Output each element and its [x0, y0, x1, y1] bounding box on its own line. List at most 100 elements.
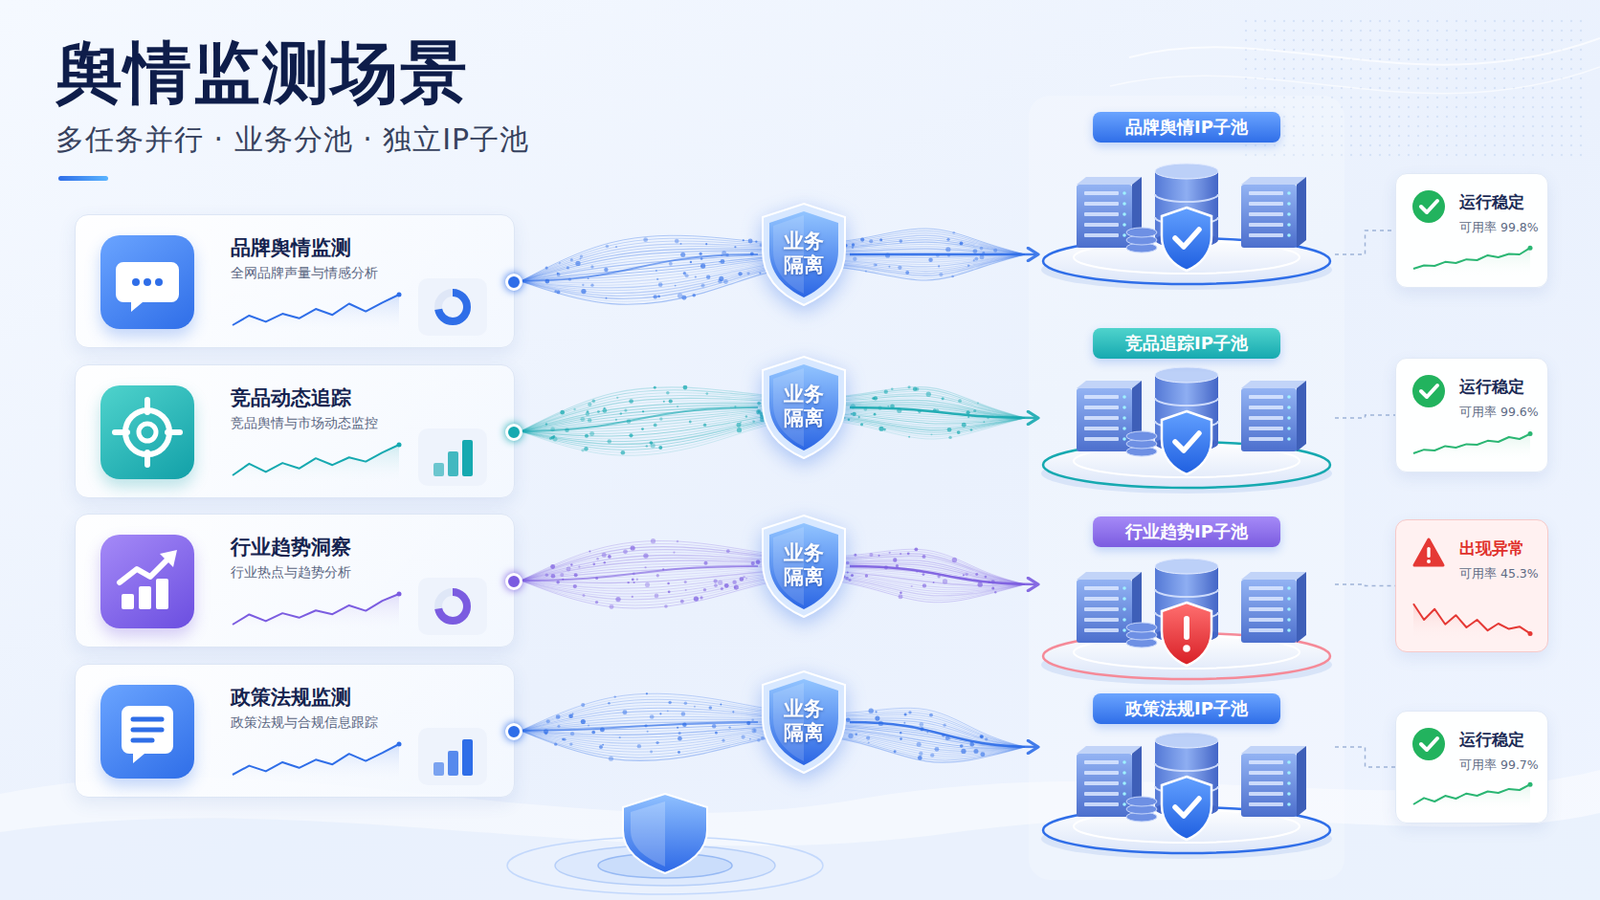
flow-dot: [630, 545, 636, 551]
server-light: [1287, 405, 1291, 410]
flow-dot: [603, 267, 608, 272]
server-light: [1287, 395, 1291, 400]
flow-arrow: [849, 566, 1039, 585]
spark-line: [232, 594, 400, 625]
server-light: [1122, 792, 1127, 797]
flow-dot: [907, 552, 911, 556]
flow-dot: [587, 277, 590, 280]
flow-dot: [668, 399, 673, 403]
mini-bar: [447, 451, 459, 477]
flow-dot: [653, 386, 657, 390]
page-title: 舆情监测场景: [55, 32, 469, 113]
pool-label: 品牌舆情IP子池: [1092, 111, 1281, 143]
server-slot: [1248, 416, 1284, 421]
check-mark: [1421, 200, 1438, 213]
spark-dot: [397, 742, 402, 748]
flow-dot: [649, 714, 655, 720]
shield-body: [1161, 602, 1212, 667]
flow-dot: [655, 269, 658, 272]
flow-dot: [587, 724, 590, 727]
status-title: 出现异常: [1459, 537, 1546, 560]
status-title: 运行稳定: [1459, 376, 1546, 399]
spark-line: [1413, 603, 1531, 634]
flow-connector: [514, 407, 758, 432]
flow-dot: [676, 727, 679, 730]
mini-bar: [462, 739, 473, 777]
status-card: 运行稳定可用率 99.6%: [1395, 357, 1549, 473]
flow-dot: [929, 713, 934, 718]
spark-dot: [1528, 431, 1534, 437]
flow-dot: [659, 417, 663, 421]
flow-dot: [709, 706, 713, 711]
flow-dot: [742, 239, 745, 242]
status-sparkline: [1411, 778, 1534, 814]
pool-column: [1028, 95, 1345, 881]
flow-dot: [756, 738, 760, 742]
flow-dot: [657, 295, 661, 299]
server-slot: [1084, 607, 1119, 612]
flow-dot: [668, 262, 673, 267]
shield-highlight: [630, 801, 666, 867]
db-top: [1155, 733, 1219, 749]
server-light: [1122, 618, 1127, 623]
flow-dot: [580, 448, 584, 452]
flow-dot: [846, 571, 849, 574]
flow-dot: [858, 416, 861, 419]
flow-dot: [558, 262, 561, 265]
flow-dot: [922, 573, 926, 577]
shield-label: 业务隔离: [780, 229, 827, 278]
server-front: [1241, 579, 1297, 644]
task-card: 品牌舆情监测全网品牌声量与情感分析: [74, 214, 515, 349]
flow-dot: [592, 563, 596, 567]
card-title: 竞品动态追踪: [230, 384, 489, 412]
flow-dot: [573, 408, 576, 411]
flow-dot: [653, 294, 658, 299]
flow-dot: [706, 275, 711, 280]
flow-dot: [655, 741, 659, 745]
alert-mark: [1183, 616, 1190, 641]
flow-dot: [684, 702, 688, 706]
flow-dot: [642, 410, 645, 413]
server-light: [1287, 781, 1291, 786]
spark-line: [232, 744, 400, 776]
flow-dot: [711, 724, 716, 729]
card-subtitle: 全网品牌声量与情感分析: [230, 265, 489, 283]
mini-graphic: [418, 577, 488, 636]
server-front: [1076, 754, 1133, 818]
server-front: [1241, 184, 1297, 248]
flow-dot: [589, 431, 595, 437]
shield-outer: [762, 515, 845, 618]
status-sparkline: [1411, 598, 1534, 643]
flow-dot: [683, 385, 689, 391]
card-icon: [100, 534, 195, 629]
isolation-shield: 业务隔离: [757, 512, 850, 621]
flow-dot: [928, 258, 934, 264]
flow-dot: [592, 400, 596, 403]
flow-dot: [581, 594, 585, 598]
flow-dot: [656, 278, 659, 281]
server-top: [1241, 177, 1307, 185]
server-slot: [1084, 792, 1119, 797]
spark-dot: [397, 292, 402, 298]
flow-dot: [608, 756, 614, 762]
check-mark: [1175, 433, 1200, 451]
flow-arrow: [849, 407, 1039, 419]
flow-dot: [645, 692, 648, 695]
status-sparkline: [1411, 243, 1534, 278]
spark-area: [1413, 434, 1531, 463]
server-slot: [1248, 607, 1284, 612]
flow-dot: [654, 594, 660, 600]
mini-bar: [447, 751, 459, 777]
server-slot: [1248, 781, 1284, 786]
status-connector: [1334, 415, 1396, 419]
flow-dot: [601, 553, 607, 558]
flow-dot: [599, 745, 603, 750]
server-light: [1122, 212, 1127, 217]
server-slot: [1248, 618, 1284, 623]
icon-graphic: [100, 385, 195, 480]
flow-dot: [911, 585, 913, 588]
spark-area: [232, 744, 400, 784]
flow-dot: [554, 743, 557, 747]
server-light: [1287, 212, 1291, 217]
flow-dot: [666, 582, 669, 585]
